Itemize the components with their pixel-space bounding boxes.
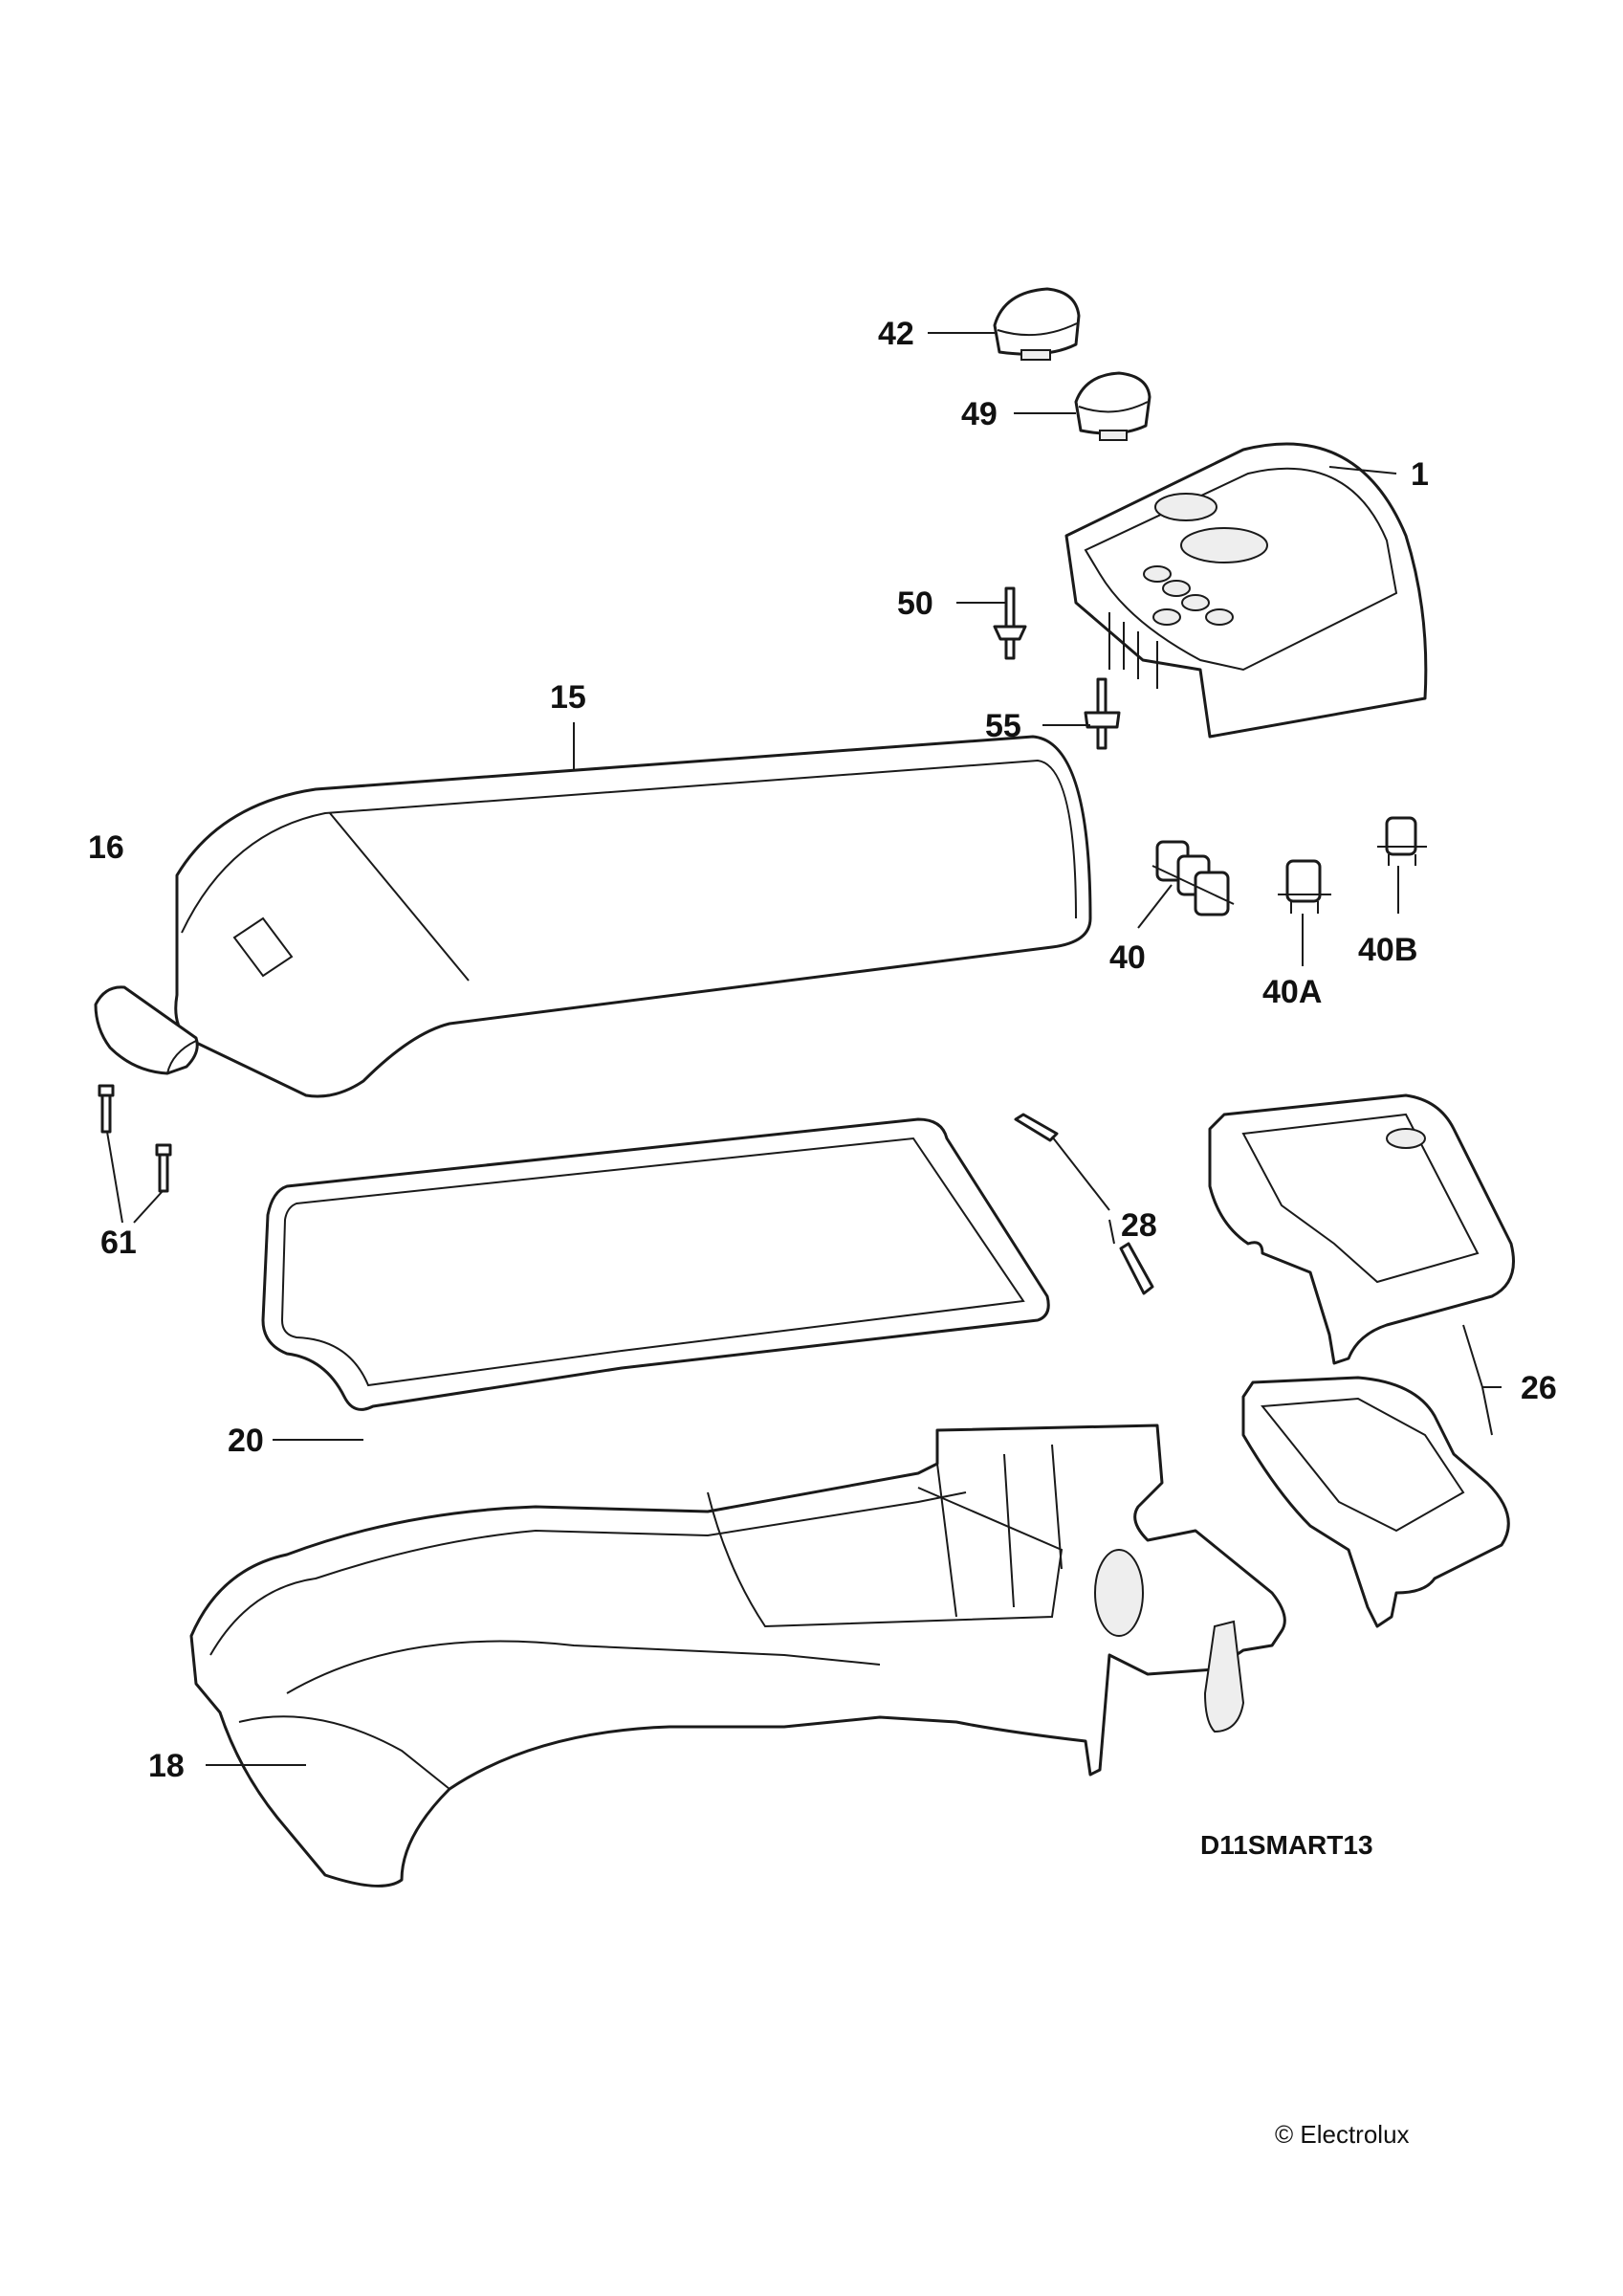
callout-55: 55 (985, 708, 1021, 744)
part-49-knob (1074, 371, 1151, 441)
part-18-base-frame (189, 1424, 1286, 1888)
callout-labels: 42 49 1 50 15 55 16 40 40A 40B 61 28 26 … (88, 316, 1557, 1784)
callout-15: 15 (550, 679, 586, 716)
leader-lines (106, 332, 1502, 1766)
part-40-switch-block (1151, 840, 1235, 916)
callout-40: 40 (1109, 939, 1146, 976)
part-42-knob (993, 287, 1081, 361)
callout-1: 1 (1411, 456, 1429, 493)
copyright-notice: © Electrolux (1275, 2120, 1410, 2149)
part-15-lid (174, 735, 1092, 1098)
part-50-pin (993, 586, 1027, 660)
leader-26 (1462, 1324, 1502, 1436)
leader-28 (1051, 1136, 1115, 1245)
part-20-door-seal (261, 1117, 1050, 1411)
callout-40a: 40A (1262, 974, 1322, 1010)
part-26-hinge-upper (1208, 1093, 1515, 1365)
leader-61 (106, 1131, 164, 1224)
part-61-screws (98, 1084, 172, 1193)
leader-1 (1328, 466, 1397, 475)
callout-50: 50 (897, 585, 933, 622)
callout-42: 42 (878, 316, 914, 352)
callout-28: 28 (1121, 1207, 1157, 1244)
callout-40b: 40B (1358, 932, 1417, 968)
leader-40 (1137, 884, 1173, 929)
part-16-end-cap (94, 985, 199, 1075)
diagram-code: D11SMART13 (1200, 1830, 1373, 1860)
part-55-clip (1084, 677, 1121, 750)
part-28-pins (1014, 1113, 1154, 1295)
part-40b-switch (1377, 816, 1427, 866)
callout-26: 26 (1521, 1370, 1557, 1406)
part-26-hinge-lower (1241, 1376, 1510, 1628)
callout-16: 16 (88, 829, 124, 866)
callout-18: 18 (148, 1748, 185, 1784)
callout-49: 49 (961, 396, 998, 432)
part-40a-switch (1278, 859, 1331, 914)
callout-20: 20 (228, 1423, 264, 1459)
part-1-control-panel (1064, 442, 1428, 739)
callout-61: 61 (100, 1225, 137, 1261)
